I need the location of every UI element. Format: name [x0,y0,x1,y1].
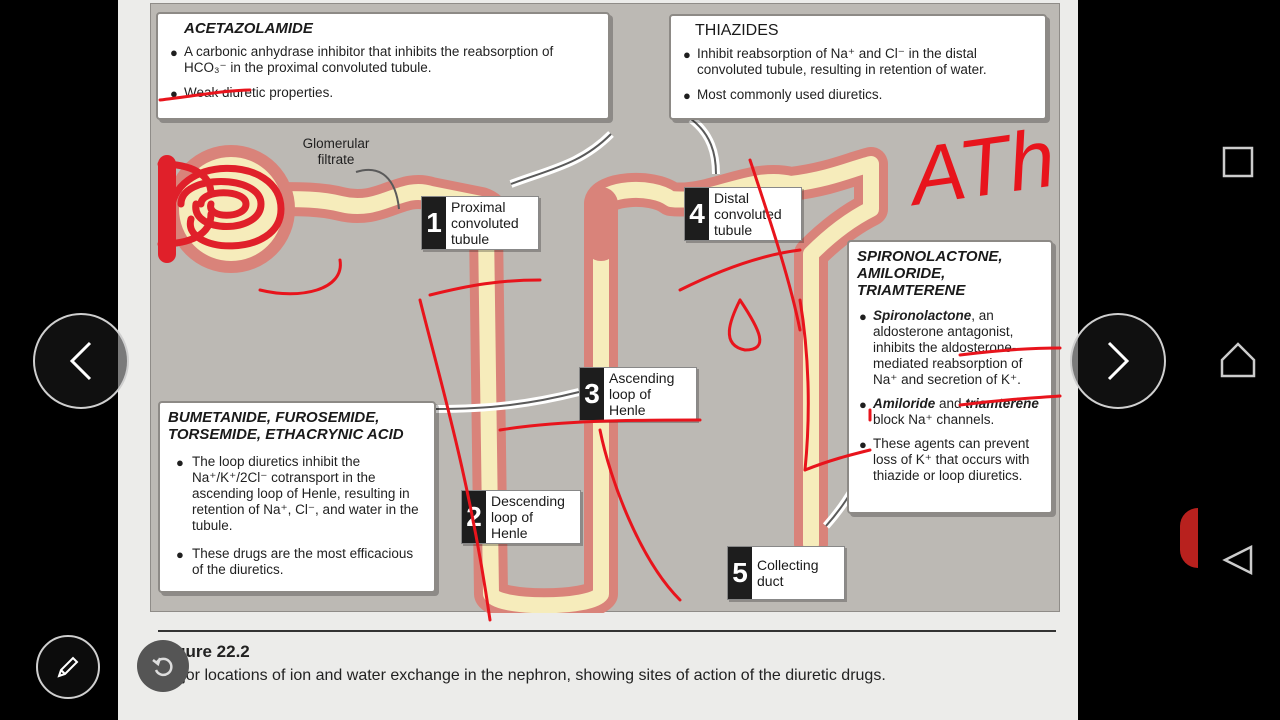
ksparing-title-1: SPIRONOLACTONE, [857,248,1003,265]
loop-diuretics-title-2: TORSEMIDE, ETHACRYNIC ACID [168,426,404,443]
step-3-ascending-loop: 3 Ascending loop of Henle [579,367,697,421]
thiazides-title: THIAZIDES [695,22,779,39]
ksparing-bullet-3: These agents can prevent loss of K⁺ that… [873,436,1030,483]
home-button[interactable] [1216,338,1260,382]
thiazides-box: THIAZIDES ● Inhibit reabsorption of Na⁺ … [669,14,1047,120]
undo-icon [152,657,173,677]
arrow-acetazolamide [509,131,614,188]
loop-diuretics-bullet-2: These drugs are the most efficacious of … [192,546,414,577]
step-5-collecting-duct: 5 Collecting duct [727,546,845,600]
step-2-descending-loop: 2 Descending loop of Henle [461,490,581,544]
loop-diuretics-bullet-1: The loop diuretics inhibit the Na⁺/K⁺/2C… [192,454,419,533]
acetazolamide-bullet-1: A carbonic anhydrase inhibitor that inhi… [184,44,554,75]
home-icon [1220,342,1256,378]
loop-diuretics-title-1: BUMETANIDE, FUROSEMIDE, [168,409,380,426]
pen-tool-button[interactable] [36,635,100,699]
figure-caption: Major locations of ion and water exchang… [160,667,886,684]
chevron-left-icon [69,341,92,381]
triamterene-em: triamterene [965,396,1039,411]
figure-area: ACETAZOLAMIDE ● A carbonic anhydrase inh… [150,3,1060,613]
triangle-back-icon [1222,544,1253,576]
ksparing-bullet-2: block Na⁺ channels. [873,412,995,427]
ksparing-title-3: TRIAMTERENE [857,282,966,299]
step-1-proximal-tubule: 1 Proximal convoluted tubule [421,196,539,250]
next-page-button[interactable] [1070,313,1166,409]
undo-button[interactable] [137,640,189,692]
spironolactone-em: Spironolactone [873,308,972,323]
acetazolamide-title: ACETAZOLAMIDE [184,20,313,37]
potassium-sparing-box: SPIRONOLACTONE, AMILORIDE, TRIAMTERENE ●… [847,240,1053,514]
acetazolamide-box: ACETAZOLAMIDE ● A carbonic anhydrase inh… [156,12,610,120]
acetazolamide-bullet-2: Weak diuretic properties. [184,85,334,100]
arrow-loop [435,388,580,413]
thiazides-bullet-2: Most commonly used diuretics. [697,87,883,102]
prev-page-button[interactable] [33,313,129,409]
ksparing-title-2: AMILORIDE, [857,265,946,282]
step-4-distal-tubule: 4 Distal convoluted tubule [684,187,802,241]
edge-handle[interactable] [1180,508,1198,568]
amiloride-em: Amiloride [873,396,936,411]
chevron-right-icon [1107,341,1130,381]
caption-rule [158,630,1056,632]
nephron-diagram [157,115,888,613]
recents-button[interactable] [1216,140,1260,184]
back-button[interactable] [1216,538,1260,582]
pen-icon [57,656,79,678]
loop-diuretics-box: BUMETANIDE, FUROSEMIDE, TORSEMIDE, ETHAC… [158,401,436,593]
glomerular-filtrate-label: Glomerular filtrate [302,136,370,167]
square-icon [1222,146,1254,178]
thiazides-bullet-1: Inhibit reabsorption of Na⁺ and Cl⁻ in t… [697,46,987,77]
